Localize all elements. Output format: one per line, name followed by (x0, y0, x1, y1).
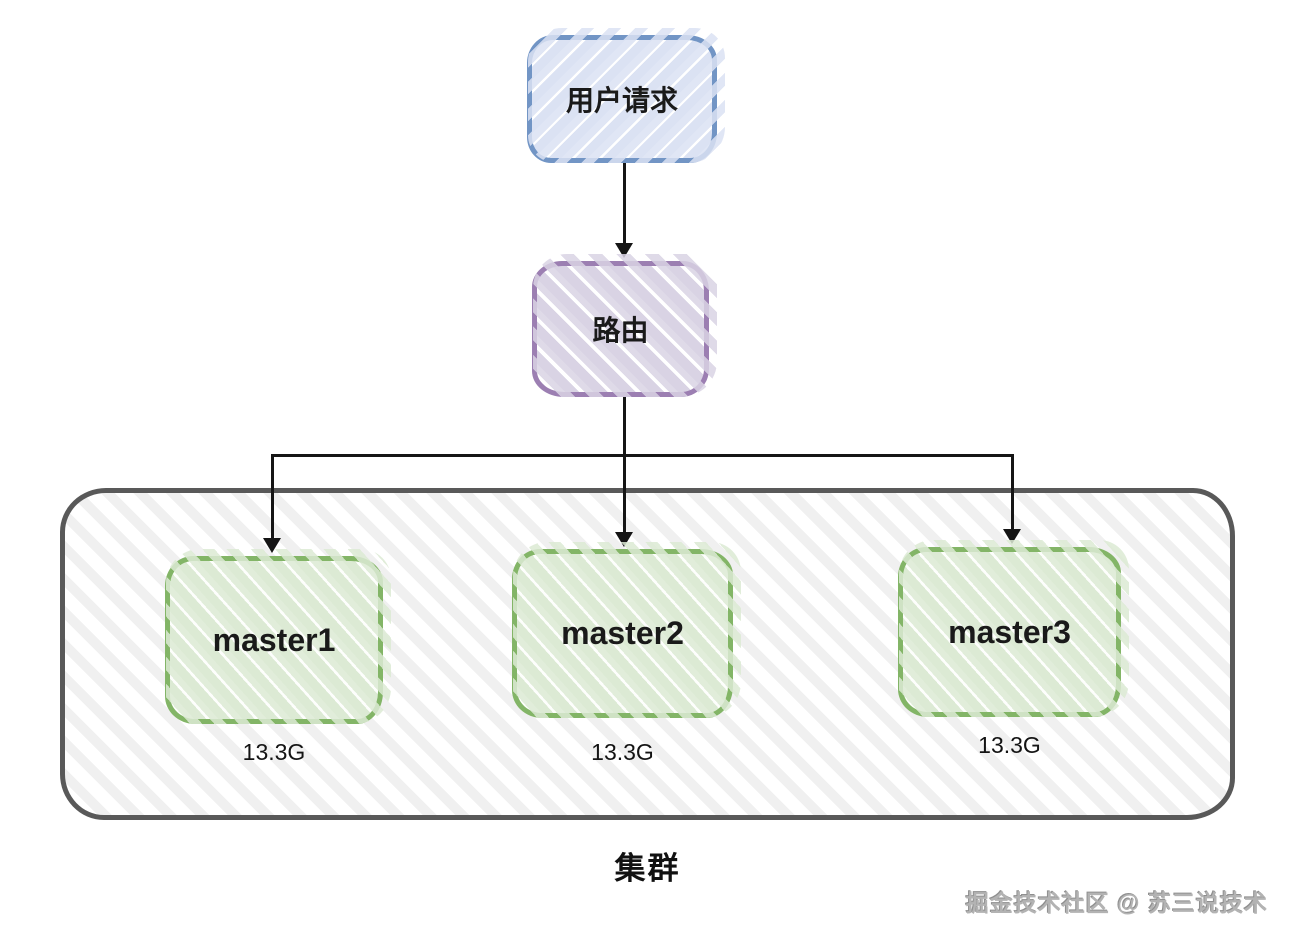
user-request-label: 用户请求 (565, 85, 678, 116)
master1-size-label: 13.3G (242, 739, 306, 765)
master2-label: master2 (561, 615, 684, 651)
router-node: 路由 (532, 254, 717, 397)
master2-node: master2 (512, 542, 741, 718)
edge-router-branch-line (272, 454, 1014, 457)
cluster-label: 集群 (614, 851, 681, 886)
master3-size-label: 13.3G (978, 732, 1041, 758)
user-request-node: 用户请求 (527, 28, 725, 163)
edge-router-to-master3-line (1011, 454, 1014, 530)
watermark-text: 掘金技术社区 @ 苏三说技术 (965, 890, 1268, 916)
edge-router-to-master1-line (271, 454, 274, 539)
master2-size-label: 13.3G (591, 739, 654, 765)
master3-node: master3 (898, 540, 1129, 717)
master1-label: master1 (212, 621, 336, 658)
edge-router-trunk-line (623, 397, 626, 533)
edge-user-to-router-line (623, 163, 626, 245)
master3-label: master3 (948, 613, 1071, 650)
router-label: 路由 (592, 315, 649, 346)
master1-node: master1 (165, 549, 391, 724)
